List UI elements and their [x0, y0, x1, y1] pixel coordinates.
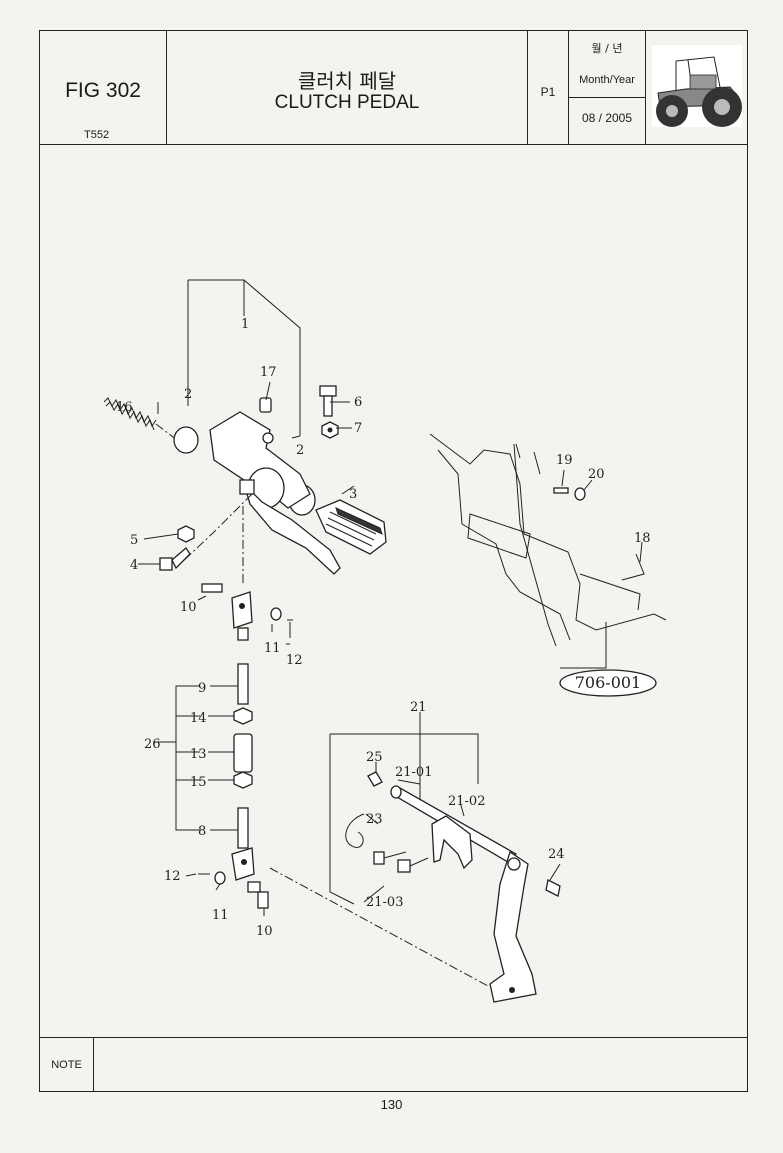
- pin-17: [259, 397, 272, 413]
- reference-code: 706-001: [575, 673, 641, 692]
- callout-26: 26: [144, 737, 161, 752]
- page-number: 130: [380, 1097, 403, 1112]
- callout-12-lower: 12: [164, 869, 181, 884]
- mounting-frame-context: [429, 433, 667, 647]
- title-cell: 클러치 페달 CLUTCH PEDAL: [167, 31, 528, 144]
- date-cell: 월 / 년 Month/Year 08 / 2005: [569, 31, 646, 144]
- callout-7: 7: [354, 421, 362, 436]
- reference-oval: [559, 669, 657, 697]
- model-code: T552: [84, 129, 110, 141]
- washer-20: [574, 487, 586, 501]
- callout-10-lower: 10: [256, 924, 273, 939]
- callout-21-02: 21-02: [448, 794, 485, 809]
- callout-21: 21: [410, 700, 427, 715]
- callout-19: 19: [556, 453, 573, 468]
- header-block: FIG 302 T552 클러치 페달 CLUTCH PEDAL P1 월 / …: [40, 31, 747, 145]
- callout-3: 3: [349, 487, 357, 502]
- callout-23: 23: [366, 812, 383, 827]
- washer-11-lower: [214, 871, 226, 885]
- callout-4: 4: [130, 558, 138, 573]
- bolt-10-lower: [257, 891, 269, 909]
- bolt-21-03-b: [397, 859, 411, 873]
- washer-11-upper: [270, 607, 282, 621]
- callout-2-right: 2: [296, 443, 304, 458]
- callout-25: 25: [366, 750, 383, 765]
- callout-13: 13: [190, 747, 207, 762]
- callout-21-03: 21-03: [366, 895, 403, 910]
- tractor-logo-cell: [646, 31, 747, 144]
- exploded-parts-diagram: 1 2 2 3 4 5 6 7 8 9 10 10 11 11 12 12 13…: [103, 279, 667, 1003]
- callout-16: 16: [116, 400, 133, 415]
- threaded-rod-9: [237, 663, 249, 705]
- callout-6: 6: [354, 395, 362, 410]
- callout-14: 14: [190, 711, 207, 726]
- callout-2-left: 2: [184, 387, 192, 402]
- page-code-cell: P1: [528, 31, 569, 144]
- note-row: NOTE: [40, 1037, 747, 1092]
- callout-1: 1: [241, 317, 249, 332]
- nut-7: [321, 421, 339, 439]
- figure-cell: FIG 302 T552: [40, 31, 167, 144]
- callout-12-upper: 12: [286, 653, 303, 668]
- date-divider: [569, 97, 645, 98]
- callout-24: 24: [548, 847, 565, 862]
- callout-17: 17: [260, 365, 277, 380]
- callout-20: 20: [588, 467, 605, 482]
- tractor-icon: [652, 45, 742, 127]
- note-label: NOTE: [40, 1038, 94, 1092]
- grease-nipple-25: [367, 771, 383, 787]
- bolt-24: [545, 879, 561, 897]
- clevis-lower: [231, 847, 261, 893]
- bolt-4: [159, 547, 191, 571]
- turnbuckle-13: [233, 733, 253, 773]
- date-label-english: Month/Year: [579, 74, 635, 86]
- callout-5: 5: [130, 533, 138, 548]
- clip-23: [345, 813, 365, 848]
- bracket-1: [187, 279, 301, 439]
- clevis-upper: [201, 583, 253, 641]
- callout-11-lower: 11: [212, 908, 229, 923]
- nut-15: [233, 771, 253, 789]
- bracket-21: [329, 712, 479, 905]
- bushing-2-left: [173, 426, 199, 454]
- pin-19: [553, 487, 569, 494]
- pedal-lever-21: [489, 850, 537, 1003]
- threaded-rod-8: [237, 807, 249, 849]
- date-label-korean: 월 / 년: [591, 42, 623, 55]
- nut-5: [177, 525, 195, 543]
- nut-14: [233, 707, 253, 725]
- callout-18: 18: [634, 531, 651, 546]
- callout-15: 15: [190, 775, 207, 790]
- date-value: 08 / 2005: [581, 111, 633, 125]
- pedal-pad-3: [315, 499, 387, 555]
- bolt-21-03-a: [373, 851, 385, 865]
- title-english: CLUTCH PEDAL: [274, 92, 420, 113]
- bolt-6: [319, 385, 337, 417]
- fork-lever-21-02: [431, 815, 473, 870]
- parts-sheet: FIG 302 T552 클러치 페달 CLUTCH PEDAL P1 월 / …: [39, 30, 748, 1092]
- pedal-arm-1: [209, 411, 341, 575]
- callout-9: 9: [198, 681, 206, 696]
- callout-21-01: 21-01: [395, 765, 432, 780]
- pin-12-upper: [287, 619, 293, 638]
- bracket-26: [154, 685, 200, 831]
- callout-10-upper: 10: [180, 600, 197, 615]
- title-korean: 클러치 페달: [297, 69, 397, 93]
- callout-11-upper: 11: [264, 641, 281, 656]
- figure-number: FIG 302: [65, 79, 141, 102]
- callout-8: 8: [198, 824, 206, 839]
- page-code: P1: [540, 85, 556, 99]
